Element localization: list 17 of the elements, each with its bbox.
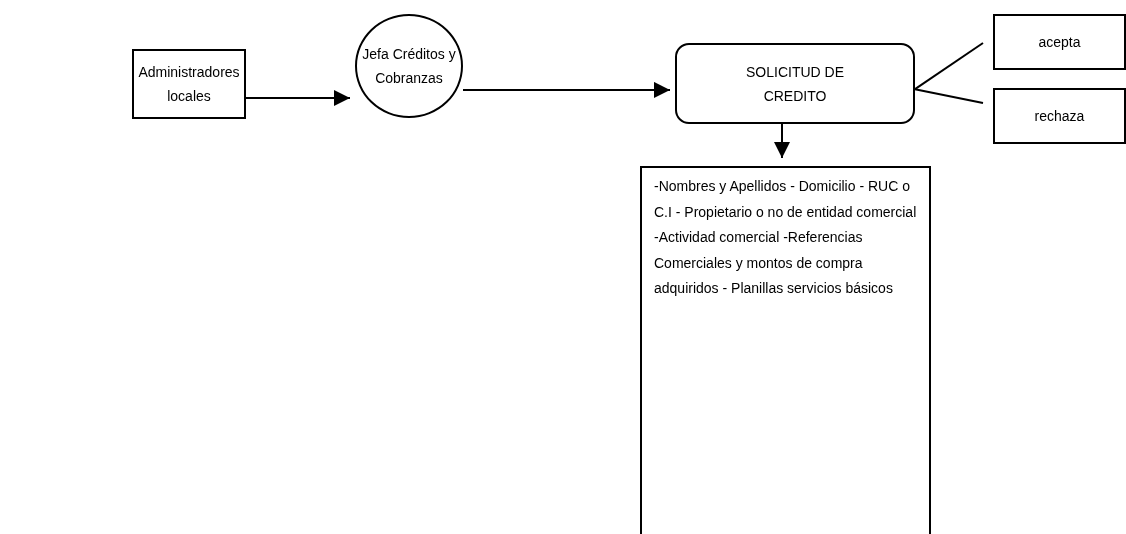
- connector-line: [914, 88, 984, 104]
- process-box: [132, 49, 246, 119]
- node-label: rechaza: [1034, 107, 1085, 126]
- list-box: [640, 166, 931, 534]
- node-label: Administradores locales: [137, 63, 241, 106]
- node-label: Jefa Créditos y Cobranzas: [361, 45, 457, 88]
- node-label: acepta: [1038, 33, 1081, 52]
- connector-line: [914, 42, 984, 91]
- arrow: [245, 90, 351, 106]
- process-box: [993, 14, 1126, 70]
- rounded-box: [675, 43, 915, 124]
- node-label: -Nombres y Apellidos - Domicilio - RUC o C.I - Propietario o no de entidad comercial -Actividad comercial -Referencias Comerciales y montos de compra adquiridos - Planillas servicios básicos: [654, 177, 918, 298]
- process-box: [993, 88, 1126, 144]
- ellipse-node: [355, 14, 463, 118]
- node-label: SOLICITUD DE CREDITO: [745, 62, 845, 106]
- arrow: [774, 123, 790, 159]
- arrow: [462, 81, 671, 98]
